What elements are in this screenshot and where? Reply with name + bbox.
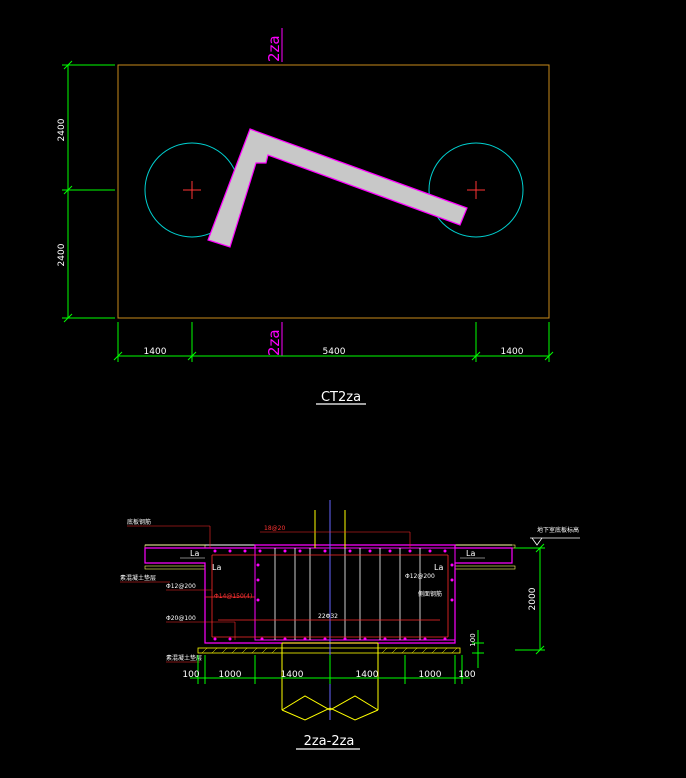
- wall-column: [314, 510, 346, 548]
- la-label-mid-left: La: [212, 563, 221, 572]
- elevation-mark: [530, 537, 580, 546]
- depth-dimension: [515, 543, 545, 655]
- pile-cap-section: [144, 544, 513, 644]
- section-dim-5: 1000: [419, 670, 442, 680]
- pile-circle-right: [428, 142, 524, 238]
- section-dim-4: 1400: [356, 670, 379, 680]
- bar-left-label: Φ12@200: [166, 583, 196, 590]
- la-label-top-right: La: [466, 549, 475, 558]
- pile-dim-line: [472, 630, 484, 668]
- pile-cap-outline: [117, 64, 550, 319]
- side-bar-label: Φ14@150(4): [214, 593, 252, 600]
- blinding-hatch: [201, 647, 458, 654]
- bar-right-label: Φ12@200: [405, 573, 435, 580]
- plan-title: CT2za: [321, 390, 361, 405]
- pile-center-left: [183, 181, 201, 199]
- note-top-right: 地下室底板标高: [537, 526, 579, 534]
- top-rebar-label: 18@20: [264, 525, 285, 532]
- la-label-mid-right: La: [434, 563, 443, 572]
- rebar-cage: [254, 547, 456, 641]
- vertical-wall-bars: [274, 548, 421, 640]
- la-label-top-left: La: [190, 549, 199, 558]
- plan-dim-bottom-left: 1400: [144, 347, 167, 357]
- section-title: 2za-2za: [304, 734, 355, 749]
- section-mark-bottom: 2za: [265, 329, 283, 356]
- plan-bottom-dimension: [113, 322, 554, 362]
- plan-view: 2za 2za 2400 2400 1400 540: [57, 28, 554, 405]
- stirrup-label: Φ20@100: [166, 615, 196, 622]
- core-wall: [207, 128, 468, 248]
- plan-dim-left-top: 2400: [57, 118, 67, 141]
- pile-section: [281, 642, 379, 721]
- note-mid-left: 素混凝土垫层: [120, 574, 156, 582]
- pile-center-right: [467, 181, 485, 199]
- section-mark-top: 2za: [265, 35, 283, 62]
- bottom-bar-label: 22Φ32: [318, 613, 338, 620]
- section-dim-1: 100: [182, 670, 199, 680]
- horizontal-bars: [205, 554, 449, 638]
- pile-dim-label: 100: [469, 633, 477, 646]
- section-dim-2: 1000: [219, 670, 242, 680]
- section-dim-3: 1400: [281, 670, 304, 680]
- section-dim-6: 100: [458, 670, 475, 680]
- rebar-dots: [213, 549, 454, 641]
- plan-dim-left-bottom: 2400: [57, 243, 67, 266]
- plan-dim-bottom-right: 1400: [501, 347, 524, 357]
- note-top-left: 底板钢筋: [127, 518, 151, 526]
- note-bottom-left: 素混凝土垫层: [166, 654, 202, 662]
- section-bottom-dimension: [190, 655, 470, 684]
- blinding-layer: [197, 647, 461, 654]
- note-right-mid: 侧面钢筋: [418, 590, 442, 598]
- section-view: La La La La 18@20 底板钢筋 素混凝土垫层 Φ12@200 Φ1…: [120, 500, 580, 750]
- depth-dim-label: 2000: [528, 587, 538, 610]
- plan-dim-bottom-middle: 5400: [323, 347, 346, 357]
- plan-left-dimension: [62, 60, 115, 323]
